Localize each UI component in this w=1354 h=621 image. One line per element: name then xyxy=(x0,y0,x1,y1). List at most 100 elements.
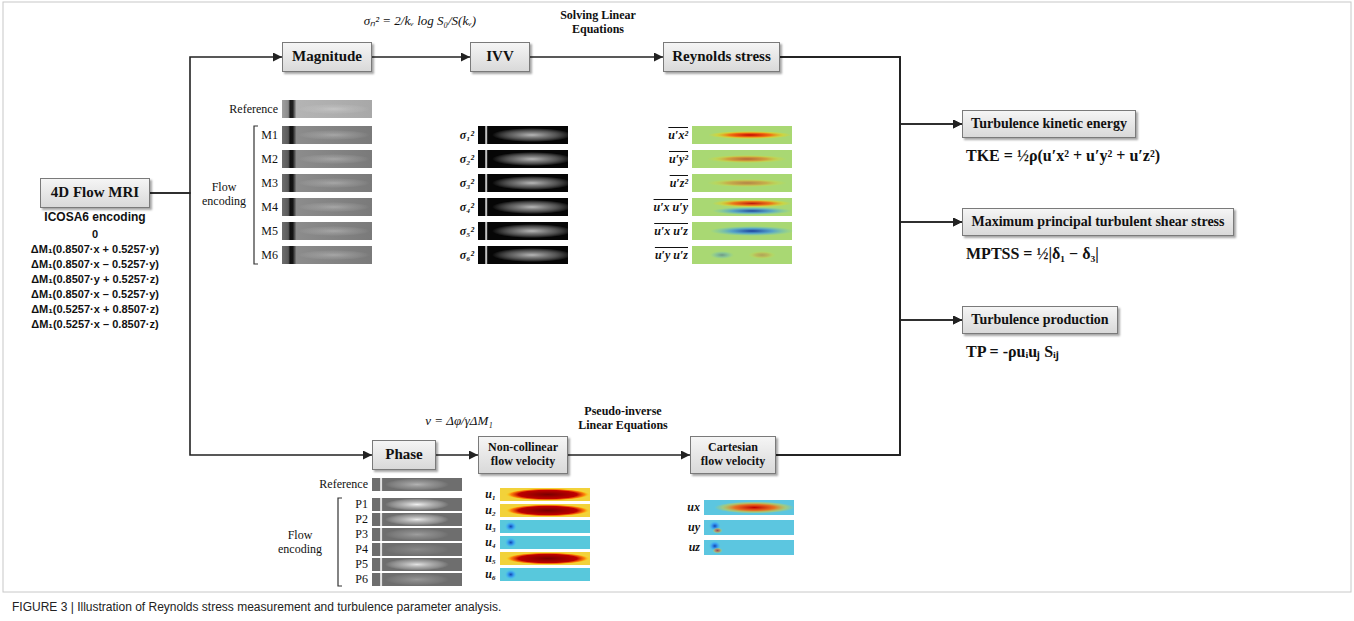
phase-image-pattern xyxy=(385,574,449,586)
ivv-map-pattern xyxy=(492,152,572,166)
box-label: 4D Flow MRI xyxy=(51,184,139,201)
phase-image-pattern xyxy=(385,499,449,511)
figure-caption: FIGURE 3 | Illustration of Reynolds stre… xyxy=(12,600,501,614)
ivv-map-pattern xyxy=(485,150,487,168)
ivv-map xyxy=(478,246,572,264)
flow-arrow xyxy=(568,454,690,456)
reynolds-stress-map xyxy=(692,126,792,144)
annotation-text: M2 xyxy=(261,152,278,166)
box-label: Phase xyxy=(385,446,423,463)
annotation-text: P3 xyxy=(355,527,368,541)
phase-image-ground xyxy=(372,528,462,541)
annotation-text: u₄ xyxy=(485,535,496,549)
annotation-text: uy xyxy=(688,520,700,534)
bracket xyxy=(338,498,342,586)
annotation-text: TP = -ρuᵢuⱼ Sᵢⱼ xyxy=(966,342,1296,362)
ivv-map-pattern xyxy=(492,224,572,238)
annotation-text: M1 xyxy=(261,128,278,142)
reynolds-stress-map-pattern xyxy=(712,207,792,215)
ivv-map xyxy=(478,150,572,168)
phase-image xyxy=(372,498,462,511)
reynolds-stress-map-ground xyxy=(692,246,792,264)
box-label: Cartesian flow velocity xyxy=(697,441,769,469)
magnitude-image xyxy=(282,198,372,216)
ivv-map-pattern xyxy=(492,128,572,142)
velocity-map-pattern xyxy=(506,489,590,501)
annotation-text: uz xyxy=(689,540,700,554)
phase-image-ground xyxy=(372,478,462,491)
phase-image-pattern xyxy=(380,543,382,556)
velocity-map-ground xyxy=(500,568,590,581)
reynolds-stress-map-pattern xyxy=(710,251,734,259)
phase-image-ground xyxy=(372,543,462,556)
magnitude-image-pattern xyxy=(298,250,370,260)
source-box: 4D Flow MRI xyxy=(40,178,150,208)
velocity-map-ground xyxy=(500,520,590,533)
cartesian-velocity-map xyxy=(704,500,794,515)
annotation-text: ΔM₁(0.5257·x – 0.8507·z) xyxy=(7,317,183,331)
magnitude-image-ground xyxy=(282,222,372,240)
cartesian-velocity-map xyxy=(704,540,794,555)
flow-arrow xyxy=(530,56,663,58)
annotation-text: ΔM₁(0.8507·x – 0.5257·y) xyxy=(7,257,183,271)
reynolds-stress-map-pattern xyxy=(708,131,792,139)
annotation-text: σ₂² xyxy=(460,152,474,166)
annotation-text: u′y² xyxy=(669,152,688,166)
annotation-text: Flow encoding xyxy=(274,528,326,556)
phase-image-pattern xyxy=(380,513,382,526)
annotation-text: σ₄² xyxy=(460,200,474,214)
phase-image-pattern xyxy=(380,528,382,541)
ivv-map-pattern xyxy=(492,248,572,262)
reynolds-stress-map-pattern xyxy=(748,251,776,259)
annotation-text: Reference xyxy=(319,477,368,491)
magnitude-image xyxy=(282,174,372,192)
velocity-map-ground xyxy=(500,488,590,501)
magnitude-image-pattern xyxy=(298,154,370,164)
annotation-text: Solving Linear Equations xyxy=(550,8,646,36)
annotation-text: M5 xyxy=(261,224,278,238)
annotation-text: σ₃² xyxy=(460,176,474,190)
ivv-map xyxy=(478,126,572,144)
phase-image xyxy=(372,543,462,556)
phase-image-pattern xyxy=(385,559,449,571)
ivv-map-pattern xyxy=(485,198,487,216)
ivv-map xyxy=(478,174,572,192)
annotation-text: u₂ xyxy=(485,503,496,517)
annotation-text: Flow encoding xyxy=(199,180,249,208)
box-label: Maximum principal turbulent shear stress xyxy=(971,214,1224,230)
velocity-map-ground xyxy=(500,552,590,565)
annotation-text: MPTSS = ½|δ₁ − δ₃| xyxy=(966,244,1296,264)
velocity-map xyxy=(500,504,590,517)
cartesian-velocity-map-ground xyxy=(704,520,794,535)
phase-image-ground xyxy=(372,513,462,526)
magnitude-image-ground xyxy=(282,150,372,168)
reynolds-stress-map xyxy=(692,198,792,216)
annotation-text: Pseudo-inverse Linear Equations xyxy=(573,404,673,432)
box-label: Reynolds stress xyxy=(672,48,770,65)
annotation-text: ΔM₁(0.8507·x + 0.5257·y) xyxy=(7,242,183,256)
process-box: Phase xyxy=(372,440,436,470)
annotation-text: u₁ xyxy=(485,487,496,501)
ivv-map-pattern xyxy=(492,176,572,190)
annotation-text: u′x u′z xyxy=(654,224,688,238)
annotation-text: u′x u′y xyxy=(654,200,688,214)
reynolds-stress-map-pattern xyxy=(707,155,787,163)
phase-image-pattern xyxy=(380,558,382,571)
phase-image xyxy=(372,558,462,571)
reynolds-stress-map-ground xyxy=(692,150,792,168)
output-box: Maximum principal turbulent shear stress xyxy=(962,208,1234,236)
annotation-text: σ₁² xyxy=(460,128,474,142)
reynolds-stress-map-ground xyxy=(692,126,792,144)
magnitude-image-ground xyxy=(282,198,372,216)
annotation-text: TKE = ½ρ(u′x² + u′y² + u′z²) xyxy=(966,146,1296,166)
velocity-map-pattern xyxy=(505,538,517,548)
flow-arrow xyxy=(780,57,962,320)
reynolds-stress-map-pattern xyxy=(707,179,787,187)
phase-image-pattern xyxy=(385,514,449,526)
annotation-text: P2 xyxy=(355,512,368,526)
box-label: Turbulence production xyxy=(971,312,1108,328)
box-label: Magnitude xyxy=(292,48,362,65)
flow-arrow xyxy=(780,57,962,124)
reynolds-stress-map-ground xyxy=(692,174,792,192)
